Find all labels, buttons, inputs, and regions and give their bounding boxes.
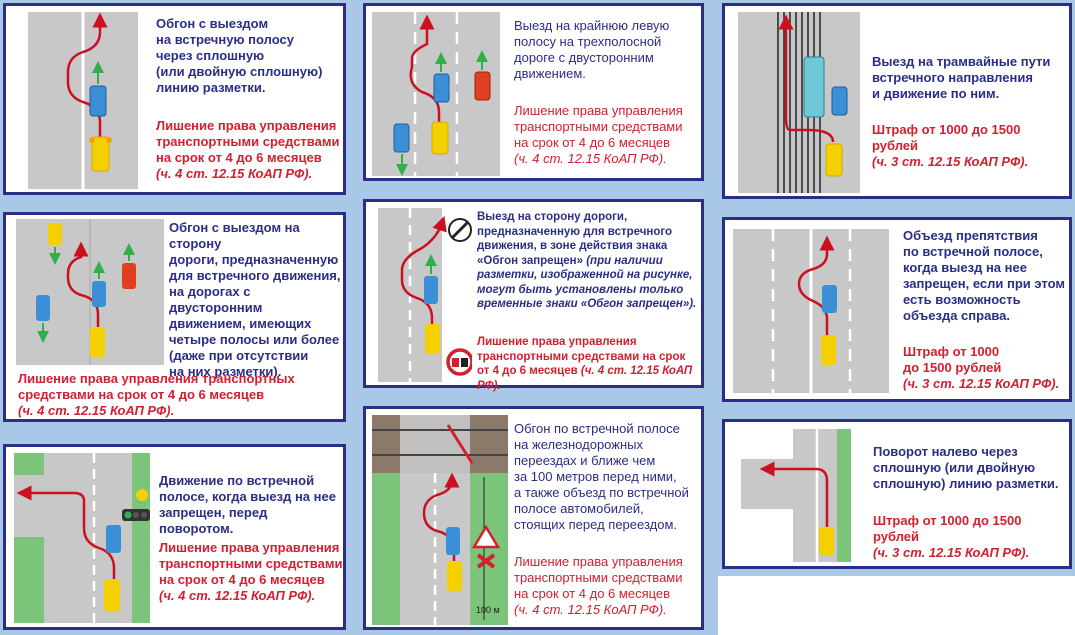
yellow-car-top: [48, 223, 62, 245]
diagram-four-lanes: [16, 219, 164, 365]
red-car: [122, 263, 136, 289]
yellow-car: [104, 579, 120, 611]
diagram-railway-crossing: 100 м: [372, 415, 508, 625]
p9-penalty: Штраф от 1000 до 1500 рублей(ч. 3 ст. 12…: [873, 513, 1030, 560]
p3-penalty: Штраф от 1000 до 1500 рублей(ч. 3 ст. 12…: [872, 122, 1029, 169]
blank-area: [718, 576, 1075, 635]
blue-car: [446, 527, 460, 555]
diagram-before-turn: [14, 453, 150, 623]
panel-no-overtaking-zone: Выезд на сторону дороги,предназначенную …: [363, 199, 704, 392]
yellow-car: [90, 327, 105, 357]
p5-description: Выезд на сторону дороги,предназначенную …: [477, 211, 697, 310]
diagram-overtake-solid-line: [28, 12, 138, 189]
yellow-car: [91, 136, 110, 172]
blue-car-left: [36, 295, 50, 321]
blue-car: [92, 281, 106, 307]
red-car: [474, 71, 491, 101]
blue-car-oncoming: [393, 123, 410, 153]
yellow-car: [447, 561, 462, 591]
diagram-no-overtaking: [378, 208, 472, 382]
tram: [803, 56, 825, 118]
diagram-tram-tracks: [738, 12, 860, 193]
blue-car: [831, 86, 848, 116]
blue-car: [89, 85, 107, 117]
blue-car: [424, 276, 438, 304]
railway-crossing-sign-icon: [471, 524, 501, 569]
yellow-car: [821, 335, 836, 365]
blue-car: [106, 525, 121, 553]
diagram-three-lane: [372, 12, 500, 176]
blue-car: [822, 285, 837, 313]
distance-label: 100 м: [476, 605, 500, 615]
yellow-car: [431, 121, 449, 155]
end-no-overtaking-sign-icon: [448, 218, 472, 242]
blue-car: [433, 73, 450, 103]
yellow-car: [425, 324, 440, 354]
no-overtaking-sign-icon: [446, 348, 472, 376]
yellow-car: [825, 143, 843, 177]
diagram-left-turn: [741, 429, 851, 562]
traffic-light-icon: [122, 489, 150, 521]
diagram-obstacle-bypass: [733, 229, 889, 393]
yellow-car: [819, 527, 834, 555]
